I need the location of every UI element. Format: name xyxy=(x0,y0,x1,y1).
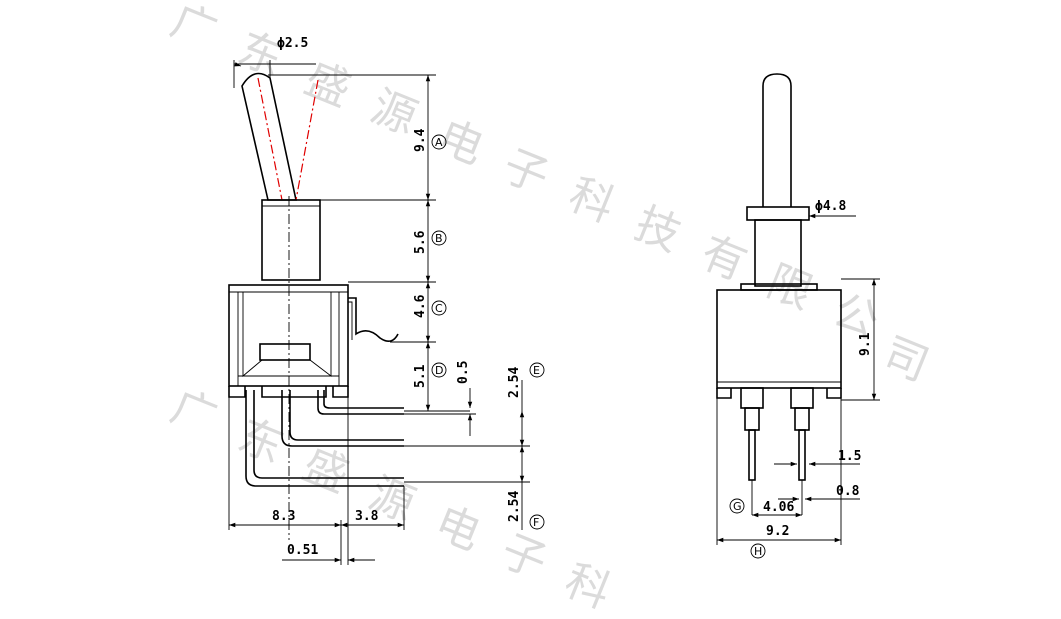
watermark-char: 广 xyxy=(164,381,224,445)
dim-bushing-diameter: ϕ4.8 xyxy=(815,199,846,214)
watermark-char: 科 xyxy=(562,169,622,233)
watermark-char: 有 xyxy=(694,227,754,291)
front-bushing xyxy=(746,206,810,221)
pin-2 xyxy=(281,390,404,447)
front-pin-right xyxy=(790,387,814,409)
label-H: H xyxy=(754,545,762,558)
watermark-char: 子 xyxy=(496,140,556,204)
dim-B-value: 5.6 xyxy=(413,230,428,254)
watermark-char: 限 xyxy=(760,256,820,320)
pin-3 xyxy=(245,390,404,487)
dim-pin-pitch: 4.06 xyxy=(763,500,794,515)
label-A: A xyxy=(435,136,443,149)
dim-overhang: 3.8 xyxy=(355,509,379,524)
watermark-char: 子 xyxy=(494,525,554,589)
switch-body xyxy=(228,284,349,387)
watermark-char: 司 xyxy=(876,328,936,392)
lever-centerline-red xyxy=(257,77,283,201)
side-view xyxy=(228,72,404,565)
watermark-row-1: 广 东 盛 源 电 子 科 技 有 限 公 司 xyxy=(164,0,936,392)
front-view-dimensions: ϕ4.8 9.1 1.5 0.8 4.06 G 9.2 H xyxy=(716,199,880,559)
dim-C-value: 4.6 xyxy=(413,294,428,318)
side-clip xyxy=(348,297,399,342)
watermark-row-2: 广 东 盛 源 电 子 科 xyxy=(164,381,618,619)
dim-pitch-E: 2.54 xyxy=(507,367,522,398)
watermark-char: 东 xyxy=(231,23,291,87)
watermark-char: 科 xyxy=(558,555,618,619)
watermark-char: 电 xyxy=(428,497,488,561)
label-G: G xyxy=(733,500,742,513)
bushing xyxy=(261,199,321,281)
label-E: E xyxy=(533,364,540,377)
side-view-dimensions: ϕ2.5 9.4 5.6 4.6 5.1 A B C D 0.5 xyxy=(229,36,545,563)
label-C: C xyxy=(435,302,443,315)
dim-pitch-F: 2.54 xyxy=(507,491,522,522)
toggle-lever xyxy=(241,72,297,201)
pin-1 xyxy=(317,390,404,415)
dim-pin-width: 1.5 xyxy=(838,449,861,464)
watermark-char: 公 xyxy=(826,285,886,349)
actuator-block xyxy=(259,343,311,361)
label-F: F xyxy=(533,516,539,529)
front-lever xyxy=(762,73,792,207)
watermark-char: 盛 xyxy=(296,439,356,503)
label-B: B xyxy=(435,232,443,245)
dim-A-value: 9.4 xyxy=(413,128,428,152)
dim-width: 8.3 xyxy=(272,509,295,524)
front-view xyxy=(716,73,842,515)
watermark-char: 盛 xyxy=(298,53,358,117)
dim-pin-offset: 0.5 xyxy=(456,361,471,384)
dim-body-width: 9.2 xyxy=(766,524,789,539)
front-body xyxy=(716,289,842,389)
dim-base-offset: 0.51 xyxy=(287,543,318,558)
lever-angle-line-red xyxy=(295,79,319,201)
dim-body-height: 9.1 xyxy=(858,332,873,356)
watermark-char: 广 xyxy=(164,0,224,59)
dim-D-value: 5.1 xyxy=(413,364,428,388)
dim-lever-diameter: ϕ2.5 xyxy=(277,36,308,51)
front-pin-left xyxy=(740,387,764,409)
dim-pin-thickness: 0.8 xyxy=(836,484,860,499)
label-D: D xyxy=(435,364,443,377)
watermark-char: 技 xyxy=(628,198,688,262)
